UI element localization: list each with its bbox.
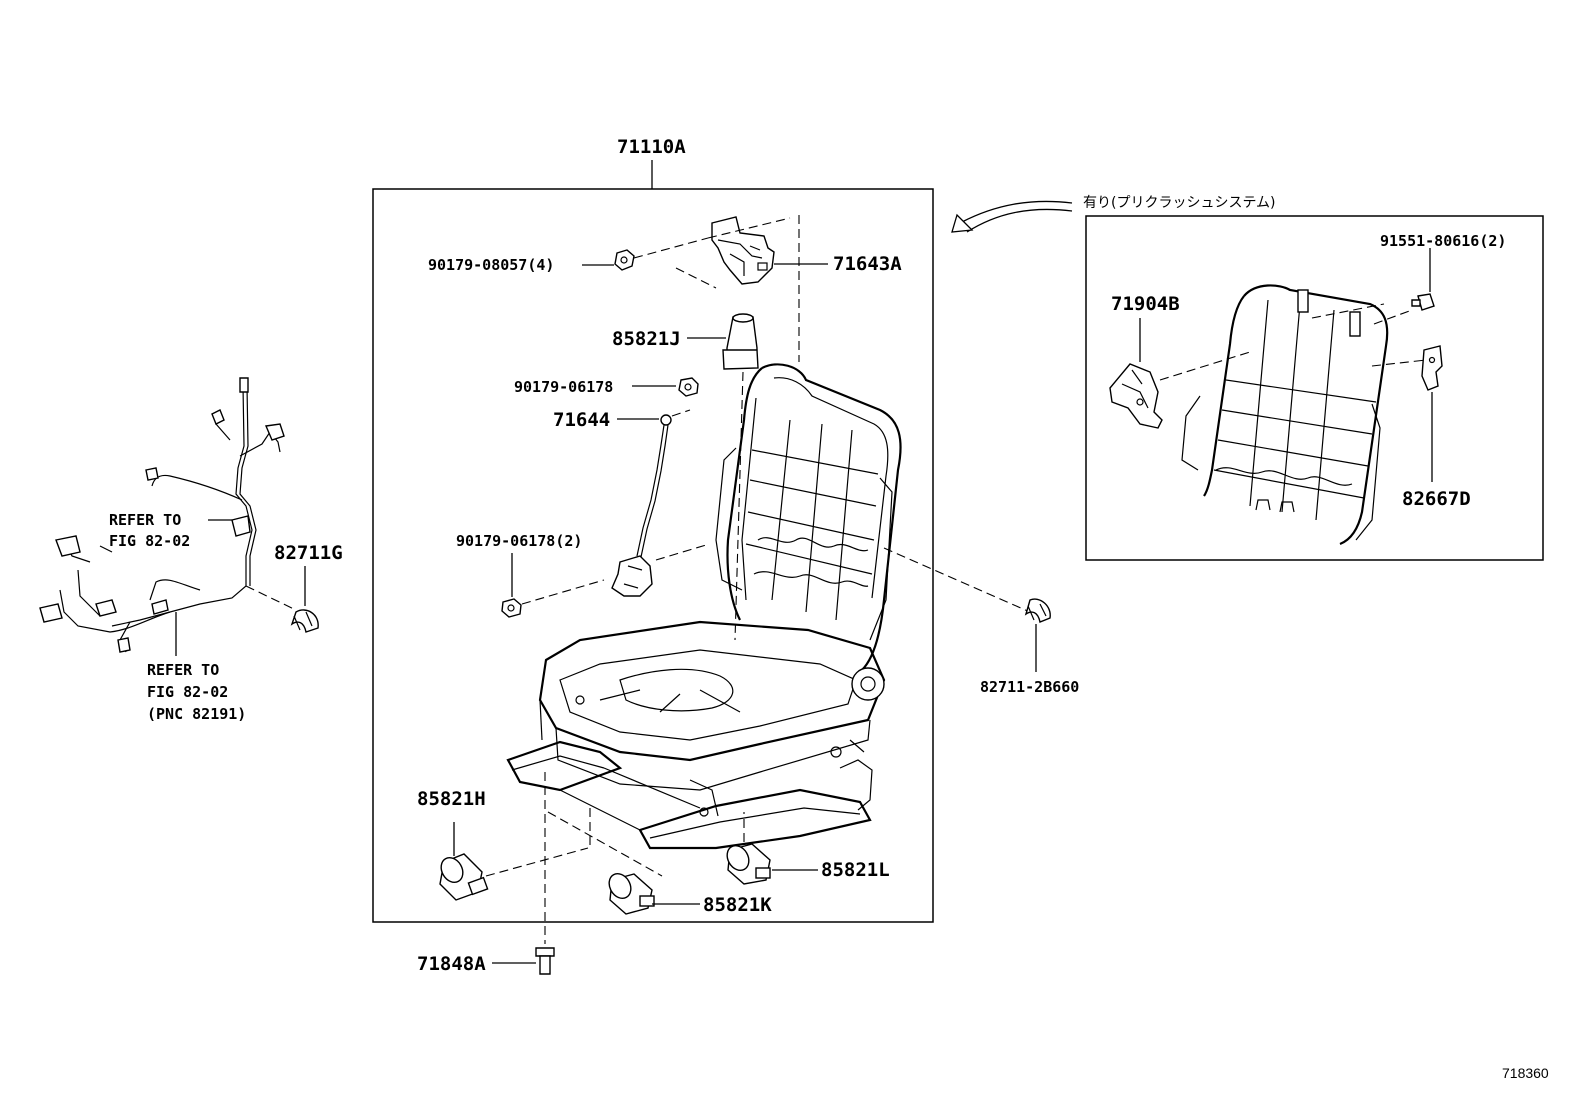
sensor-71904B-illustration	[1109, 363, 1163, 429]
inset-pointer-arrow	[961, 200, 1073, 223]
option-inset-frame	[1085, 215, 1544, 561]
label-82711-2B660[interactable]: 82711-2B660	[980, 678, 1079, 696]
option-caption: 有り(プリクラッシュシステム)	[1083, 195, 1276, 211]
label-90179-06178-2[interactable]: 90179-06178(2)	[456, 532, 582, 550]
label-91551-80616[interactable]: 91551-80616(2)	[1380, 232, 1506, 250]
label-71848A[interactable]: 71848A	[417, 953, 486, 975]
inset-seat-back-illustration	[1181, 284, 1389, 546]
label-82711G[interactable]: 82711G	[274, 542, 343, 564]
note-refer-2-line3: (PNC 82191)	[147, 705, 246, 723]
nut-90179-08057-illustration	[614, 249, 635, 271]
arrow-head	[951, 213, 974, 233]
label-85821K[interactable]: 85821K	[703, 894, 772, 916]
cable-71644-illustration	[611, 414, 672, 597]
illustration-number: 718360	[1502, 1065, 1549, 1081]
motor-85821J-illustration	[722, 313, 759, 370]
note-refer-2-line2: FIG 82-02	[147, 683, 228, 701]
motor-85821L-illustration	[726, 843, 771, 885]
clip-82711G-illustration	[290, 609, 319, 633]
label-82667D[interactable]: 82667D	[1402, 488, 1471, 510]
seat-frame-illustration	[506, 363, 902, 850]
label-71904B[interactable]: 71904B	[1111, 293, 1180, 315]
label-85821J[interactable]: 85821J	[612, 328, 681, 350]
clip-82711-2B660-illustration	[1024, 598, 1051, 623]
label-85821H[interactable]: 85821H	[417, 788, 486, 810]
label-71110A[interactable]: 71110A	[617, 136, 686, 158]
label-85821L[interactable]: 85821L	[821, 859, 890, 881]
bolt-91551-80616-illustration	[1411, 293, 1435, 311]
nut-90179-06178-2-illustration	[501, 598, 522, 618]
label-71644[interactable]: 71644	[553, 409, 610, 431]
motor-85821K-illustration	[608, 872, 655, 915]
label-90179-06178[interactable]: 90179-06178	[514, 378, 613, 396]
note-refer-2-line1: REFER TO	[147, 661, 219, 679]
label-90179-08057[interactable]: 90179-08057(4)	[428, 256, 554, 274]
wire-harness-illustration	[39, 377, 285, 653]
note-refer-1-line2: FIG 82-02	[109, 532, 190, 550]
motor-85821H-illustration	[439, 853, 489, 901]
bolt-71848A-illustration	[535, 947, 555, 975]
bracket-82667D-illustration	[1421, 345, 1443, 391]
bracket-71643A-illustration	[711, 216, 775, 285]
label-71643A[interactable]: 71643A	[833, 253, 902, 275]
nut-90179-06178-illustration	[678, 377, 699, 397]
main-assembly-frame	[372, 188, 934, 923]
note-refer-1-line1: REFER TO	[109, 511, 181, 529]
